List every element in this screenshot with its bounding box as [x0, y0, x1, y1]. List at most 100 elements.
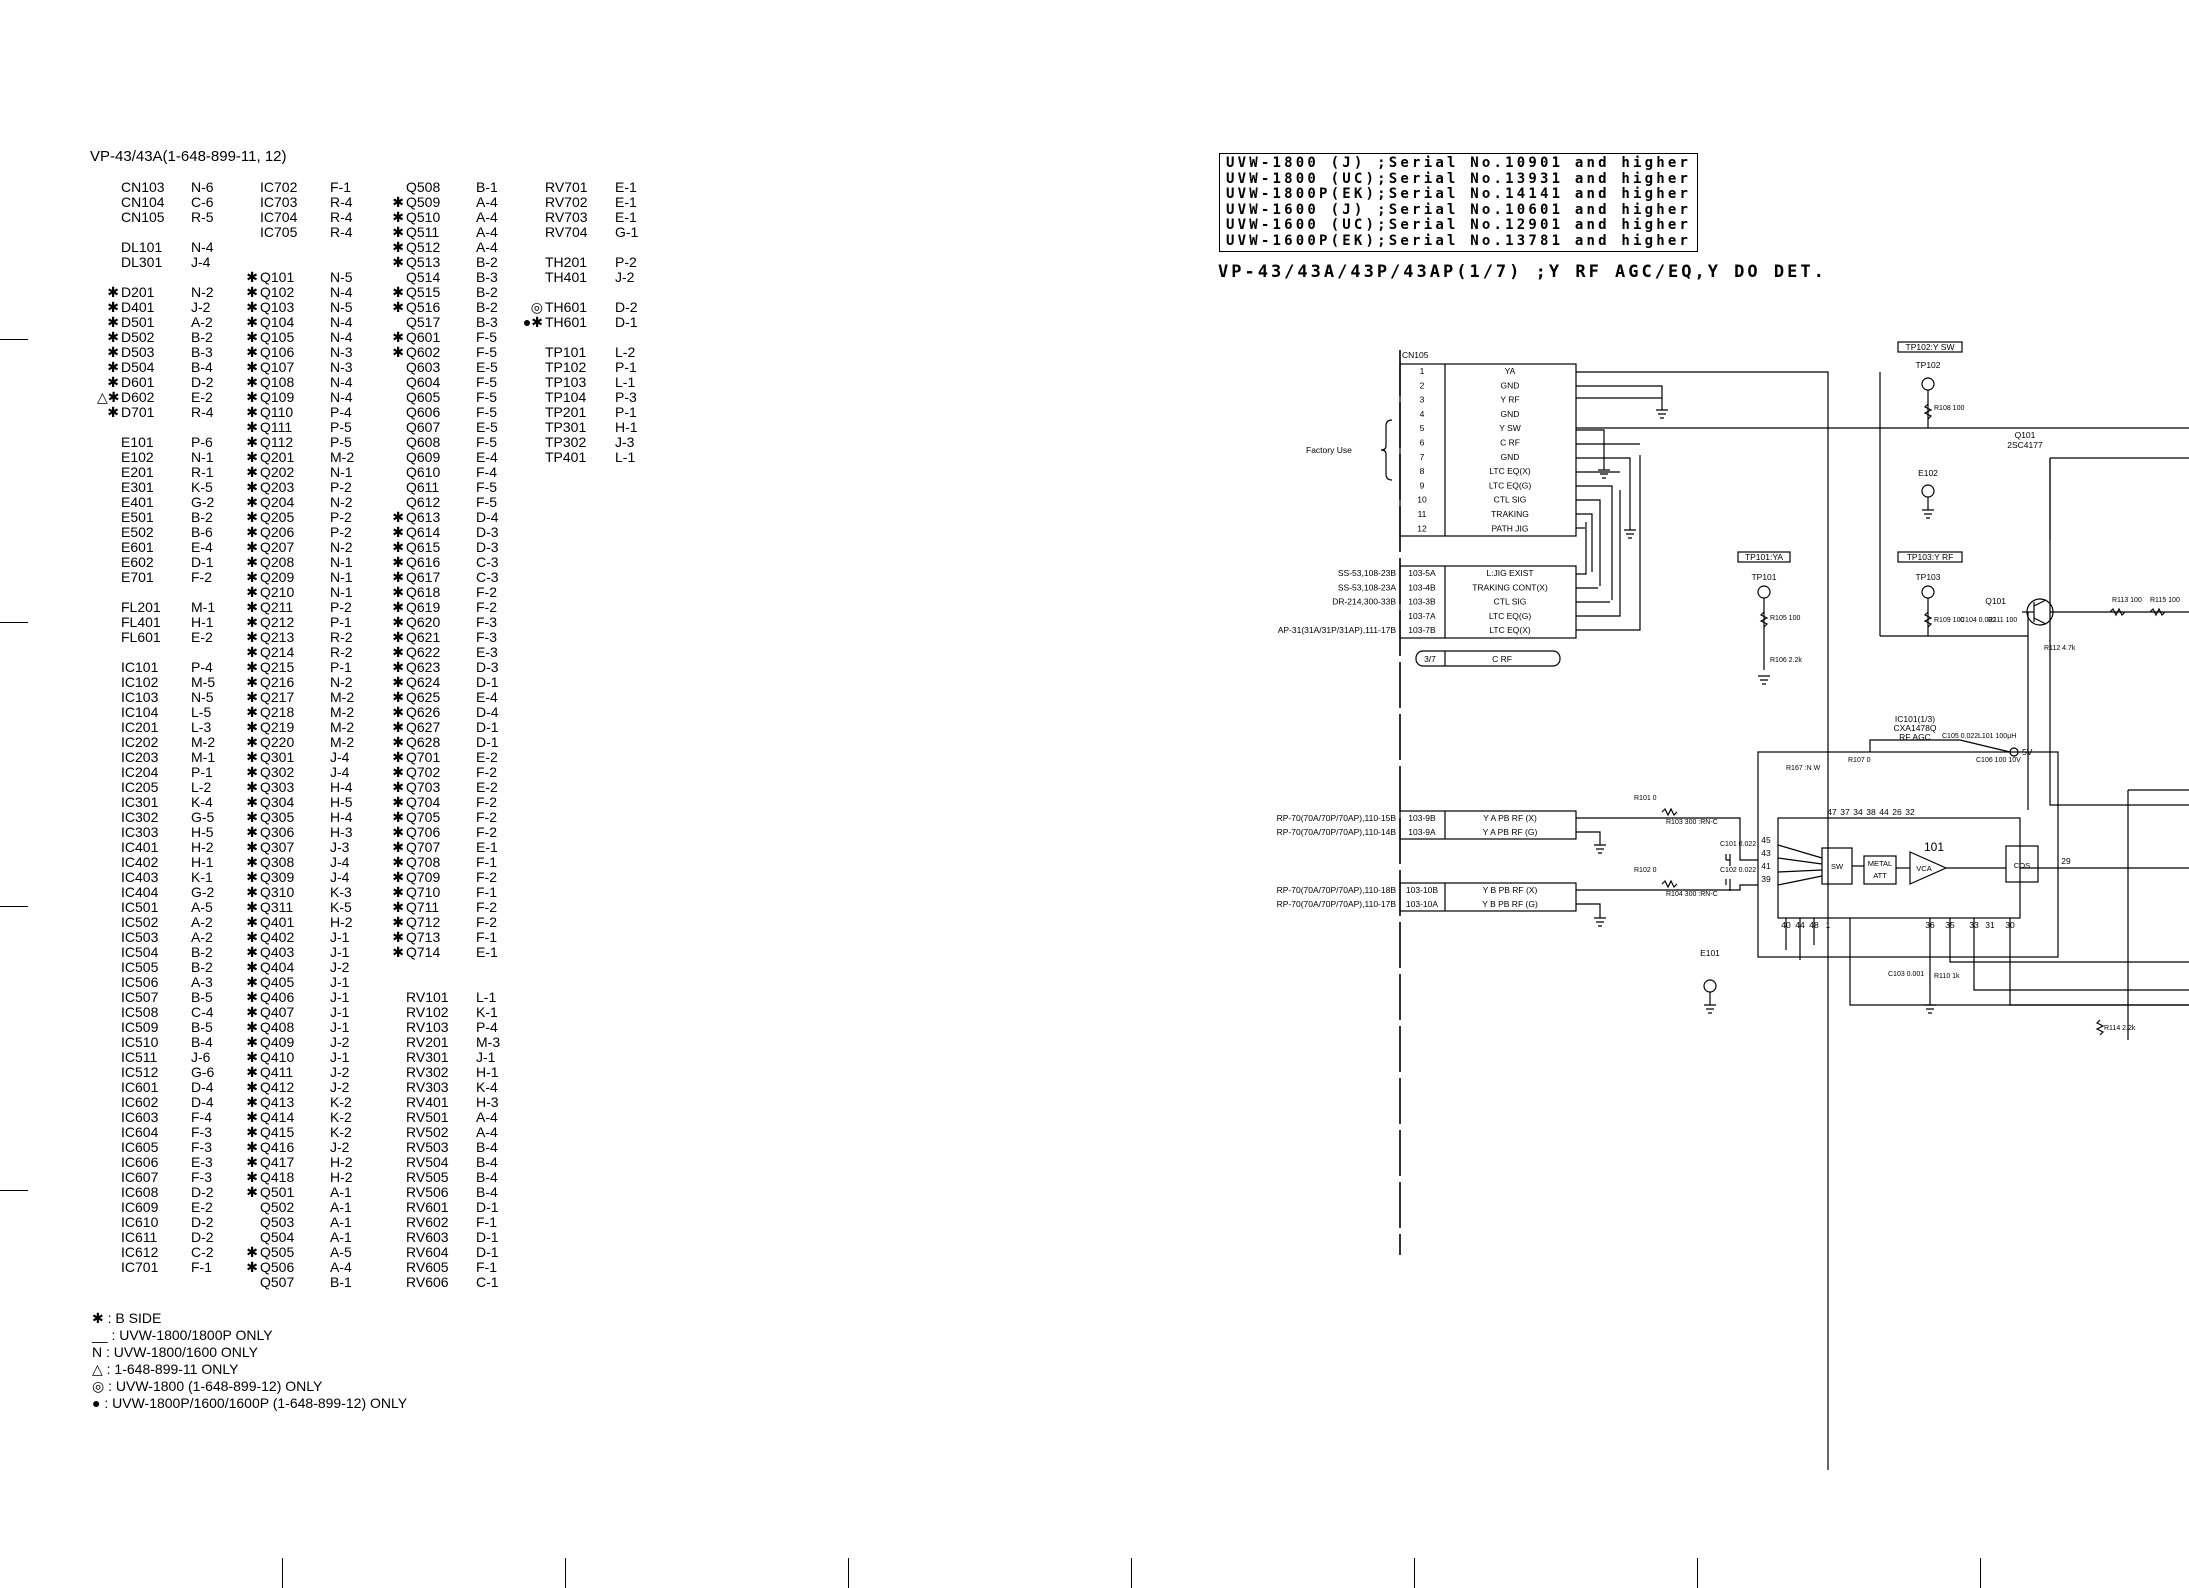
part-ref: IC301	[121, 794, 159, 810]
part-mark: ✱	[392, 524, 404, 540]
part-location: F-2	[476, 869, 497, 885]
part-mark: ✱	[246, 464, 258, 480]
component-label: R105 100	[1770, 615, 1800, 622]
part-mark: ✱	[246, 389, 258, 405]
part-location: F-2	[191, 569, 212, 585]
part-location: D-1	[476, 674, 499, 690]
part-ref: Q711	[406, 899, 440, 915]
part-mark: ✱	[246, 1034, 258, 1050]
part-ref: Q304	[260, 794, 295, 810]
part-ref: Q209	[260, 569, 295, 585]
part-ref: Q619	[406, 599, 441, 615]
part-mark: ✱	[246, 404, 258, 420]
part-mark: ✱	[392, 884, 404, 900]
part-mark: ✱	[246, 1244, 258, 1260]
part-location: J-2	[330, 1079, 350, 1095]
part-ref: Q510	[406, 209, 441, 225]
part-mark: ✱	[107, 329, 119, 345]
part-ref: Q308	[260, 854, 295, 870]
part-ref: Q409	[260, 1034, 295, 1050]
part-ref: Q615	[406, 539, 441, 555]
serial-line: UVW-1600P(EK);Serial No.13781 and higher	[1226, 232, 1692, 249]
part-ref: IC204	[121, 764, 159, 780]
part-mark: ✱	[246, 974, 258, 990]
part-ref: RV606	[406, 1274, 449, 1290]
part-mark: ✱	[392, 899, 404, 915]
part-ref: Q112	[260, 434, 294, 450]
testpoint-tag: TP101:YA	[1745, 552, 1783, 562]
part-ref: IC202	[121, 734, 159, 750]
part-ref: IC303	[121, 824, 159, 840]
part-location: L-1	[615, 449, 636, 465]
part-location: N-4	[330, 329, 353, 345]
part-mark: ✱	[107, 284, 119, 300]
part-ref: Q103	[260, 299, 295, 315]
part-location: H-5	[191, 824, 214, 840]
part-location: D-1	[476, 719, 499, 735]
part-ref: Q311	[260, 899, 294, 915]
part-location: H-1	[191, 614, 214, 630]
part-ref: IC404	[121, 884, 159, 900]
cn105-pin-name: Y RF	[1500, 395, 1519, 405]
part-ref: Q214	[260, 644, 295, 660]
part-mark: ✱	[392, 764, 404, 780]
part-ref: D401	[121, 299, 155, 315]
part-mark: ✱	[246, 1079, 258, 1095]
part-location: B-2	[476, 254, 498, 270]
part-ref: TP103	[545, 374, 587, 390]
part-mark: ✱	[392, 944, 404, 960]
electrode-label: E101	[1700, 948, 1720, 958]
part-ref: IC603	[121, 1109, 159, 1125]
part-location: H-4	[330, 779, 353, 795]
part-location: A-3	[191, 974, 213, 990]
part-location: F-5	[476, 404, 497, 420]
part-ref: Q309	[260, 869, 295, 885]
part-ref: Q603	[406, 359, 441, 375]
part-ref: Q401	[260, 914, 295, 930]
part-ref: RV302	[406, 1064, 449, 1080]
cn103-source: SS-53,108-23A	[1338, 582, 1396, 592]
part-location: C-2	[191, 1244, 214, 1260]
part-location: F-1	[476, 884, 497, 900]
part-ref: Q516	[406, 299, 441, 315]
part-location: A-2	[191, 314, 213, 330]
part-location: J-1	[476, 1049, 496, 1065]
cn103-pin-number: 103-7B	[1408, 625, 1436, 635]
cn105-pin-number: 4	[1420, 409, 1425, 419]
part-ref: Q307	[260, 839, 295, 855]
page-edge-tick	[1697, 1558, 1698, 1588]
part-ref: RV103	[406, 1019, 449, 1035]
part-location: K-1	[476, 1004, 498, 1020]
cn105-pin-number: 10	[1417, 495, 1427, 505]
part-mark: ✱	[392, 719, 404, 735]
part-ref: Q110	[260, 404, 294, 420]
part-location: J-1	[330, 1019, 350, 1035]
part-location: D-3	[476, 539, 499, 555]
part-ref: IC701	[121, 1259, 159, 1275]
part-location: E-4	[191, 539, 213, 555]
part-ref: Q416	[260, 1139, 295, 1155]
